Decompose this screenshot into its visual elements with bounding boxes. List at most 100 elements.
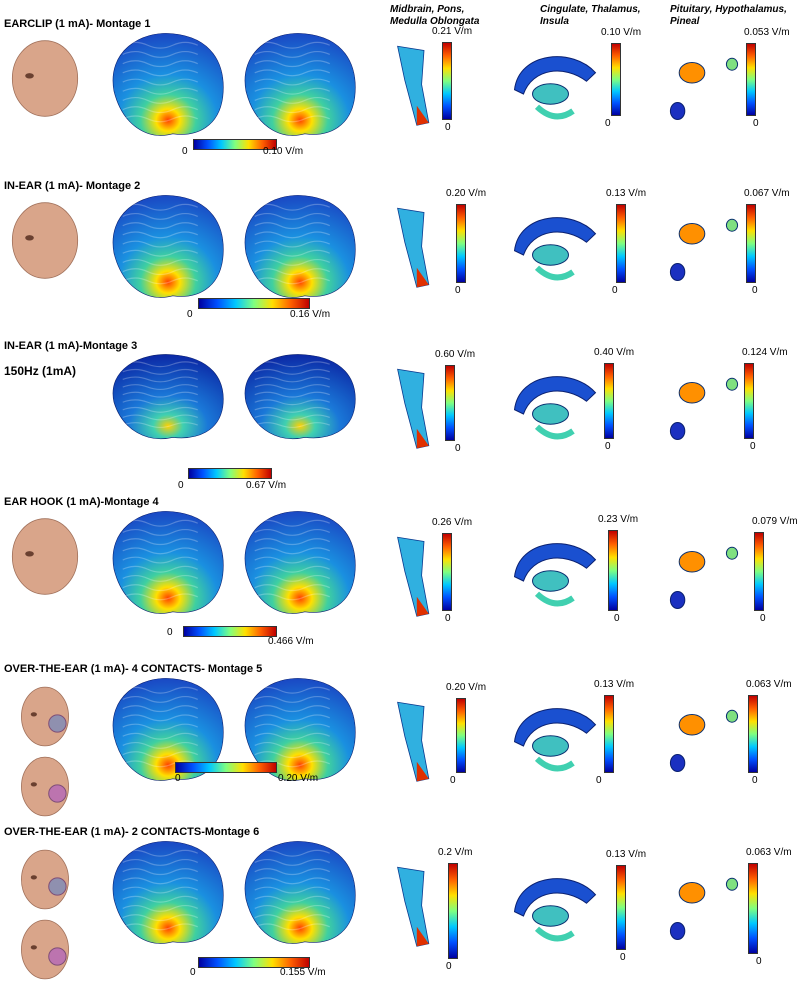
brainstem-colorbar-min-label: 0 xyxy=(455,285,461,296)
brainstem-colorbar-max-label: 0.26 V/m xyxy=(432,517,473,528)
pituitary-colorbar-max-label: 0.079 V/m xyxy=(752,516,798,527)
pituitary-colorbar-min-label: 0 xyxy=(756,956,762,967)
head-model-bottom xyxy=(21,919,69,980)
pituitary-colorbar-min-label: 0 xyxy=(760,613,766,624)
montage-title: OVER-THE-EAR (1 mA)- 2 CONTACTS-Montage … xyxy=(4,826,260,838)
head-model xyxy=(11,40,79,117)
head-model-top xyxy=(21,686,69,747)
pituitary-colorbar-max-label: 0.067 V/m xyxy=(744,188,790,199)
cortex-colorbar-max-label: 0.155 V/m xyxy=(280,967,326,978)
pituitary-colorbar-min-label: 0 xyxy=(750,441,756,452)
cortex-colorbar xyxy=(198,298,310,309)
cortex-colorbar xyxy=(198,957,310,968)
limbic-colorbar xyxy=(611,43,621,116)
pituitary-colorbar-min-label: 0 xyxy=(753,118,759,129)
cortex-colorbar-min-label: 0 xyxy=(167,627,173,638)
cortex-posterior-view xyxy=(244,678,356,781)
limbic-colorbar xyxy=(616,865,626,950)
brainstem-colorbar-min-label: 0 xyxy=(445,613,451,624)
limbic-colorbar xyxy=(608,530,618,611)
cortex-colorbar xyxy=(183,626,277,637)
cortex-lateral-view xyxy=(112,354,224,439)
brainstem-colorbar-min-label: 0 xyxy=(455,443,461,454)
pituitary-colorbar-max-label: 0.124 V/m xyxy=(742,347,788,358)
pituitary-colorbar xyxy=(748,863,758,954)
cortex-colorbar-max-label: 0.16 V/m xyxy=(290,309,331,320)
column-header-brainstem: Midbrain, Pons, Medulla Oblongata xyxy=(390,4,480,27)
head-model-bottom xyxy=(21,756,69,817)
pituitary-colorbar-min-label: 0 xyxy=(752,285,758,296)
brainstem-render xyxy=(397,701,430,782)
montage-title: EARCLIP (1 mA)- Montage 1 xyxy=(4,18,151,30)
pituitary-render xyxy=(669,546,739,609)
cortex-lateral-view xyxy=(112,195,224,298)
brainstem-colorbar-min-label: 0 xyxy=(446,961,452,972)
limbic-colorbar xyxy=(604,363,614,439)
cortex-colorbar-min-label: 0 xyxy=(175,773,181,784)
limbic-colorbar-min-label: 0 xyxy=(612,285,618,296)
pituitary-colorbar-max-label: 0.063 V/m xyxy=(746,679,792,690)
limbic-colorbar-max-label: 0.13 V/m xyxy=(606,849,647,860)
limbic-render xyxy=(513,56,597,120)
limbic-colorbar-min-label: 0 xyxy=(620,952,626,963)
brainstem-render xyxy=(397,866,430,947)
pituitary-render xyxy=(669,57,739,120)
brainstem-colorbar-max-label: 0.2 V/m xyxy=(438,847,473,858)
limbic-render xyxy=(513,376,597,440)
pituitary-colorbar xyxy=(746,43,756,116)
cortex-lateral-view xyxy=(112,841,224,944)
cortex-colorbar-max-label: 0.20 V/m xyxy=(278,773,319,784)
brainstem-colorbar-min-label: 0 xyxy=(450,775,456,786)
brainstem-colorbar-max-label: 0.21 V/m xyxy=(432,26,473,37)
cortex-lateral-view xyxy=(112,511,224,614)
pituitary-colorbar-max-label: 0.063 V/m xyxy=(746,847,792,858)
cortex-posterior-view xyxy=(244,841,356,944)
cortex-colorbar-min-label: 0 xyxy=(178,480,184,491)
cortex-colorbar xyxy=(188,468,272,479)
cortex-colorbar-min-label: 0 xyxy=(182,146,188,157)
limbic-colorbar-max-label: 0.40 V/m xyxy=(594,347,635,358)
cortex-colorbar xyxy=(175,762,277,773)
pituitary-render xyxy=(669,218,739,281)
brainstem-render xyxy=(397,45,430,126)
limbic-colorbar-min-label: 0 xyxy=(614,613,620,624)
cortex-posterior-view xyxy=(244,195,356,298)
pituitary-render xyxy=(669,877,739,940)
pituitary-colorbar-max-label: 0.053 V/m xyxy=(744,27,790,38)
limbic-colorbar xyxy=(604,695,614,773)
pituitary-colorbar xyxy=(746,204,756,283)
brainstem-colorbar xyxy=(456,204,466,283)
brainstem-render xyxy=(397,368,430,449)
pituitary-render xyxy=(669,709,739,772)
brainstem-colorbar xyxy=(445,365,455,441)
montage-title: OVER-THE-EAR (1 mA)- 4 CONTACTS- Montage… xyxy=(4,663,263,675)
brainstem-colorbar xyxy=(448,863,458,959)
limbic-colorbar-max-label: 0.10 V/m xyxy=(601,27,642,38)
cortex-colorbar-min-label: 0 xyxy=(187,309,193,320)
cortex-colorbar-max-label: 0.466 V/m xyxy=(268,636,314,647)
cortex-lateral-view xyxy=(112,678,224,781)
limbic-colorbar-max-label: 0.23 V/m xyxy=(598,514,639,525)
pituitary-render xyxy=(669,377,739,440)
brainstem-colorbar-max-label: 0.60 V/m xyxy=(435,349,476,360)
pituitary-colorbar xyxy=(754,532,764,611)
limbic-colorbar-min-label: 0 xyxy=(605,118,611,129)
brainstem-colorbar xyxy=(456,698,466,773)
brainstem-colorbar xyxy=(442,533,452,611)
brainstem-colorbar-max-label: 0.20 V/m xyxy=(446,188,487,199)
limbic-colorbar-max-label: 0.13 V/m xyxy=(594,679,635,690)
limbic-render xyxy=(513,878,597,942)
column-header-pituitary: Pituitary, Hypothalamus, Pineal xyxy=(670,4,787,27)
montage-title: EAR HOOK (1 mA)-Montage 4 xyxy=(4,496,159,508)
head-model xyxy=(11,518,79,595)
limbic-render xyxy=(513,708,597,772)
limbic-colorbar-max-label: 0.13 V/m xyxy=(606,188,647,199)
brainstem-colorbar-max-label: 0.20 V/m xyxy=(446,682,487,693)
limbic-render xyxy=(513,217,597,281)
limbic-colorbar-min-label: 0 xyxy=(596,775,602,786)
montage-title: IN-EAR (1 mA)-Montage 3 xyxy=(4,340,138,352)
limbic-colorbar-min-label: 0 xyxy=(605,441,611,452)
montage-subtitle: 150Hz (1mA) xyxy=(4,364,77,378)
pituitary-colorbar xyxy=(744,363,754,439)
montage-title: IN-EAR (1 mA)- Montage 2 xyxy=(4,180,141,192)
